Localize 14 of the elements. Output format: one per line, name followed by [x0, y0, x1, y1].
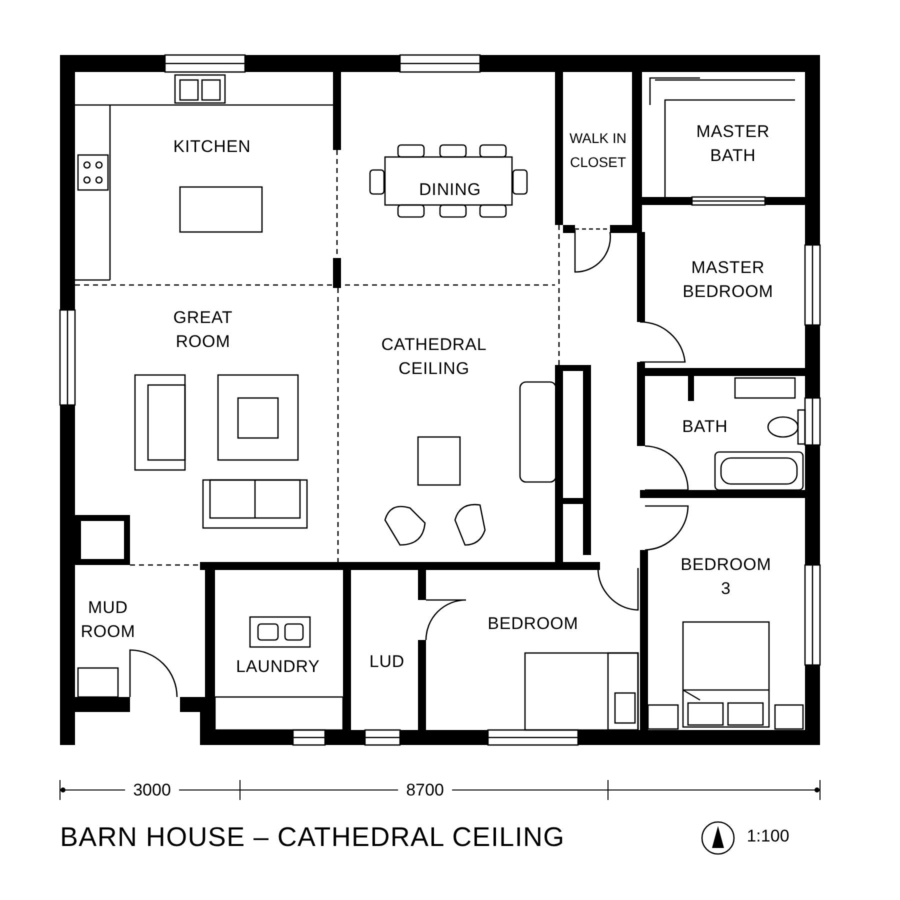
room-label: KITCHEN: [152, 135, 272, 159]
room-label: LUD: [362, 650, 412, 674]
scale-label: 1:100: [746, 825, 790, 848]
room-label: MUD ROOM: [73, 596, 143, 644]
room-label: CATHEDRAL CEILING: [359, 333, 509, 381]
room-label: MASTER BEDROOM: [673, 256, 783, 304]
room-label: MASTER BATH: [683, 120, 783, 168]
room-label: GREAT ROOM: [158, 306, 248, 354]
room-label: WALK IN CLOSET: [568, 126, 628, 174]
room-label: LAUNDRY: [223, 655, 333, 679]
room-label: BEDROOM: [473, 612, 593, 636]
diagram-title: BARN HOUSE – CATHEDRAL CEILING: [60, 821, 565, 854]
room-label: BEDROOM 3: [676, 553, 776, 601]
room-label: BATH: [670, 415, 740, 439]
